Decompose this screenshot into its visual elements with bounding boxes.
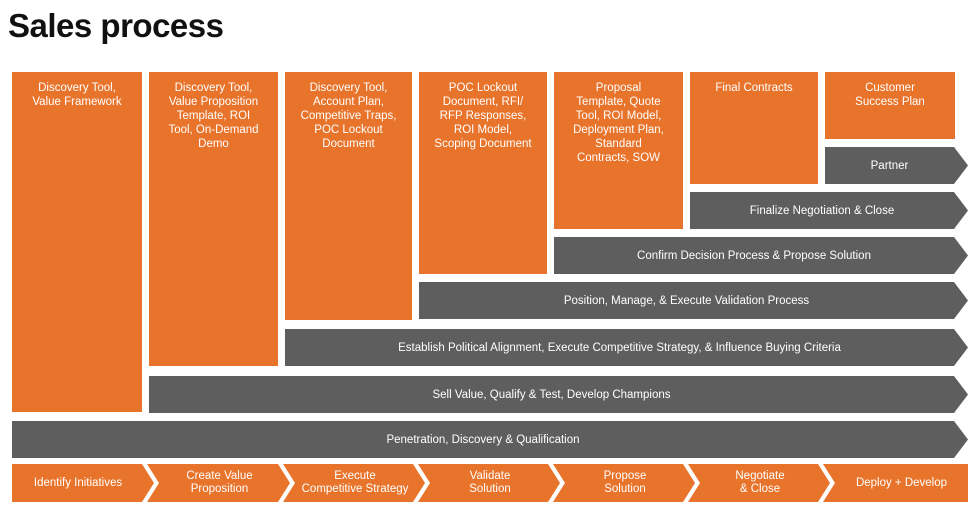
tool-box-proposal: Proposal Template, Quote Tool, ROI Model…	[554, 72, 683, 229]
stage-identify-initiatives: Identify Initiatives	[12, 464, 154, 502]
tool-box-account-plan: Discovery Tool, Account Plan, Competitiv…	[285, 72, 412, 320]
activity-finalize-negotiation: Finalize Negotiation & Close	[690, 192, 968, 229]
page-title: Sales process	[8, 7, 224, 44]
activity-validation-process: Position, Manage, & Execute Validation P…	[419, 282, 968, 319]
tool-box-customer-success-plan: Customer Success Plan	[825, 72, 955, 139]
stage-execute-competitive-strategy: Execute Competitive Strategy	[283, 464, 425, 502]
stage-propose-solution: Propose Solution	[553, 464, 695, 502]
stage-validate-solution: Validate Solution	[418, 464, 560, 502]
activity-partner: Partner	[825, 147, 968, 184]
tool-box-poc-lockout: POC Lockout Document, RFI/ RFP Responses…	[419, 72, 547, 274]
activity-political-alignment: Establish Political Alignment, Execute C…	[285, 329, 968, 366]
stage-deploy-develop: Deploy + Develop	[823, 464, 968, 502]
tool-box-final-contracts: Final Contracts	[690, 72, 818, 184]
stage-negotiate-close: Negotiate & Close	[688, 464, 830, 502]
activity-sell-value: Sell Value, Qualify & Test, Develop Cham…	[149, 376, 968, 413]
tool-box-value-proposition: Discovery Tool, Value Proposition Templa…	[149, 72, 278, 366]
tool-box-discovery-value-framework: Discovery Tool, Value Framework	[12, 72, 142, 412]
activity-penetration-discovery: Penetration, Discovery & Qualification	[12, 421, 968, 458]
activity-confirm-decision: Confirm Decision Process & Propose Solut…	[554, 237, 968, 274]
stage-create-value-proposition: Create Value Proposition	[147, 464, 290, 502]
